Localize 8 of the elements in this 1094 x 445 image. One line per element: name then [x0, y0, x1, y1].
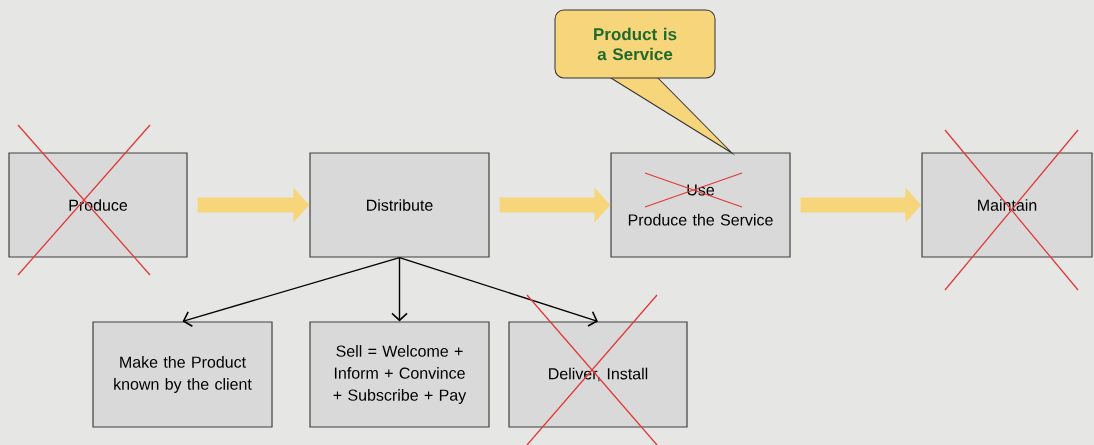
- arrow: [182, 256, 401, 328]
- node-label: Product is a Service: [594, 27, 677, 61]
- callout-bubble: Product is a Service: [554, 9, 733, 154]
- process-box: Sell = Welcome + Inform + Convince + Subscribe + Pay: [309, 321, 490, 428]
- arrow: [398, 256, 598, 327]
- arrow: [391, 256, 408, 322]
- process-box: Distribute: [309, 152, 490, 258]
- process-box: Make the Product known by the client: [92, 321, 273, 428]
